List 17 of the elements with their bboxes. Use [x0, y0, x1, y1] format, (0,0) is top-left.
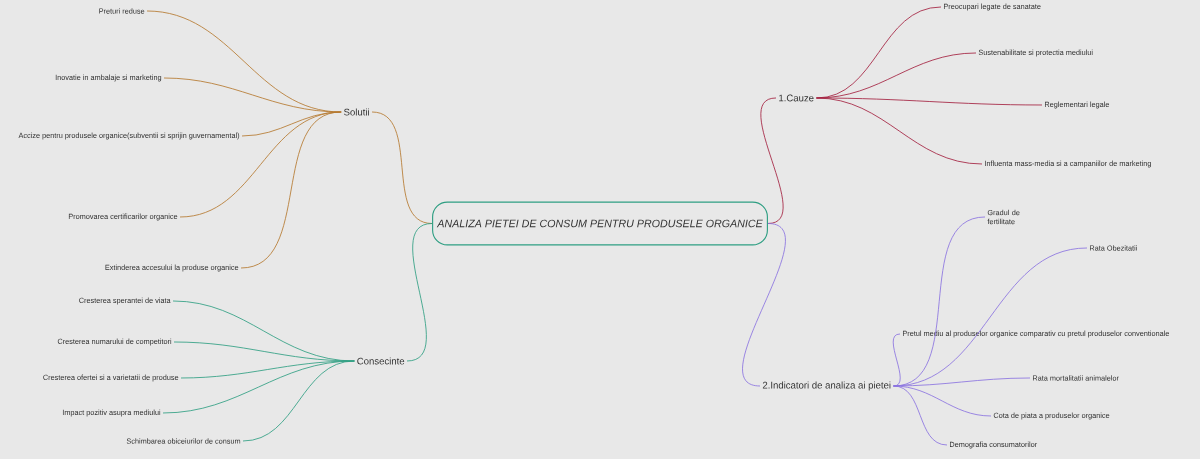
branch-label: 2.Indicatori de analiza ai pietei	[762, 381, 891, 391]
connector-line	[893, 385, 948, 446]
connector-line	[742, 223, 786, 387]
connector-line	[162, 360, 355, 414]
connector-line	[816, 97, 1043, 106]
branch-label: Consecinte	[357, 357, 405, 365]
connector-line	[893, 385, 992, 417]
topic-box: ANALIZA PIETEI DE CONSUM PENTRU PRODUSELE ORGANICE	[432, 201, 768, 246]
branch-label: Solutii	[344, 108, 369, 116]
connector-line	[892, 333, 901, 387]
connector-line	[816, 97, 983, 165]
branch-label: 1.Cauze	[779, 94, 814, 102]
connector-line	[179, 111, 342, 218]
connector-line	[760, 97, 784, 224]
connector-line	[406, 223, 433, 362]
connector-line	[242, 360, 355, 442]
connector-line	[240, 111, 342, 269]
